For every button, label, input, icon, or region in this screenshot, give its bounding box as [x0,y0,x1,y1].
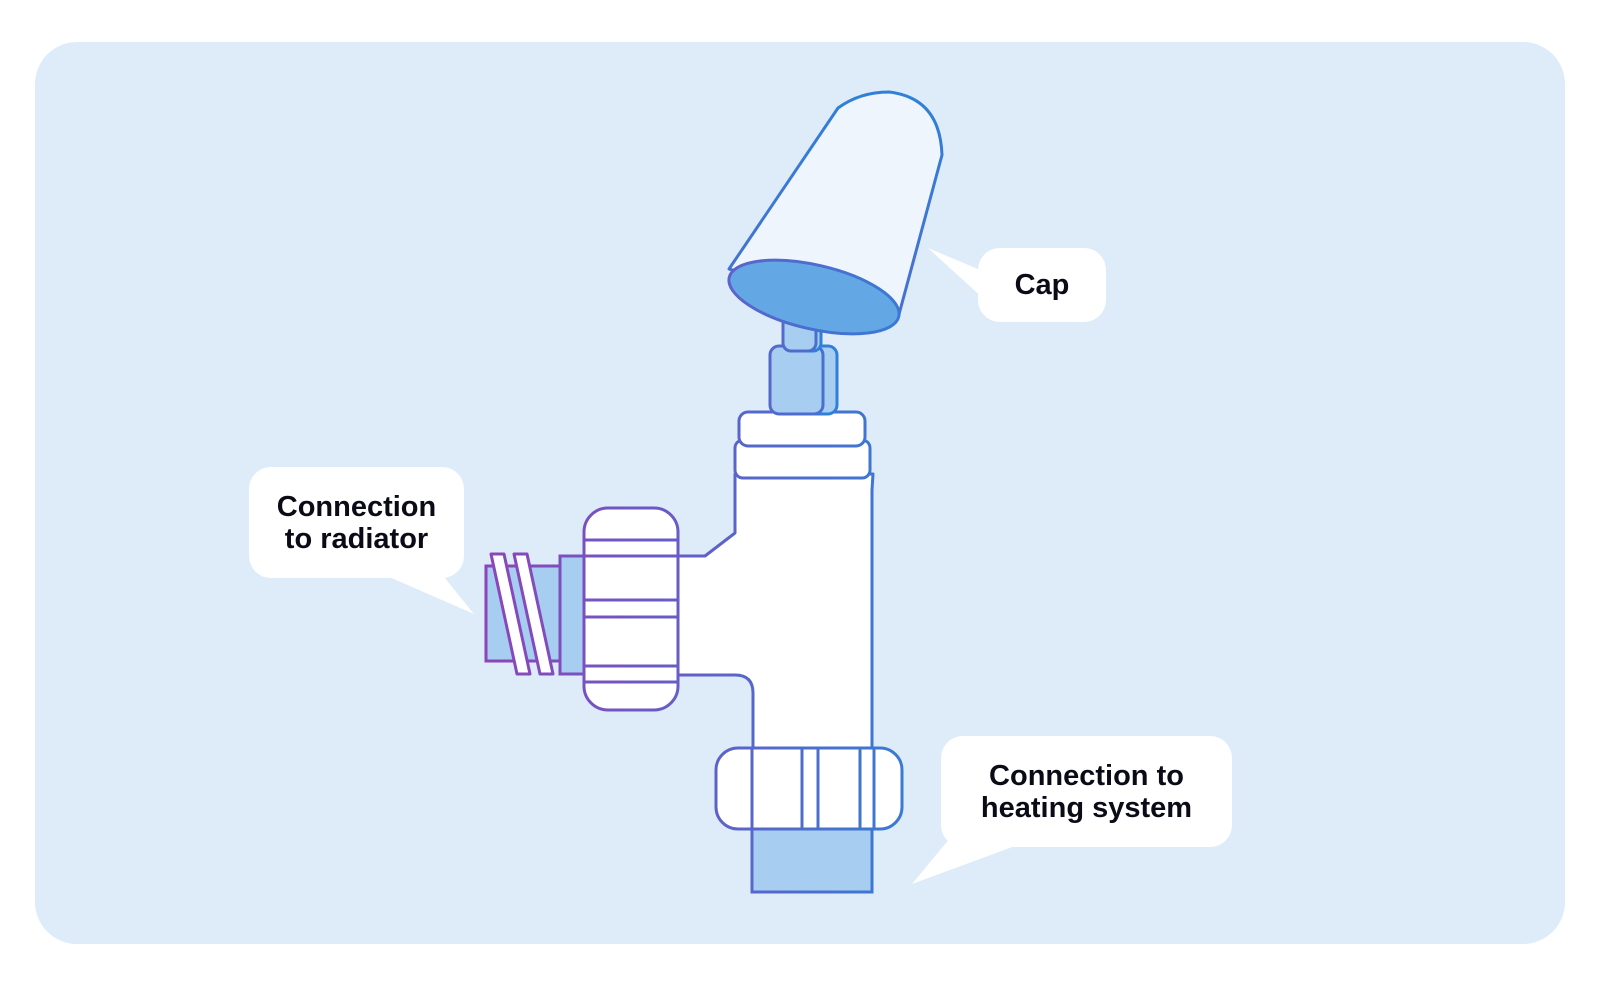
radiator-connection-callout: Connection to radiator [249,467,464,578]
valve-top-nut [737,410,867,448]
heating-connection-callout: Connection to heating system [941,736,1232,847]
thread-ring-1 [489,552,532,676]
heating-callout-pointer [912,838,1015,884]
valve-body [668,472,875,762]
cap-label: Cap [1014,269,1070,301]
radiator-union-nut [582,506,680,712]
heating-union-nut [714,746,904,831]
thread-ring-2 [512,552,555,676]
heating-pipe [750,820,874,894]
heating-label-line-1: Connection to [989,759,1184,792]
radiator-callout-pointer [378,572,474,614]
radiator-label-line-1: Connection [276,490,437,523]
cap-callout-pointer [928,248,985,300]
callout-pointers [378,248,1015,884]
radiator-connector [484,552,592,676]
radiator-label-line-2: to radiator [284,522,429,555]
radiator-connection-label: Connection to radiator [277,491,437,555]
heating-connection-label: Connection to heating system [981,760,1192,824]
valve-stem [768,344,825,416]
heating-label-line-2: heating system [980,791,1193,824]
cap-callout: Cap [978,248,1106,322]
cap-face [727,258,901,336]
